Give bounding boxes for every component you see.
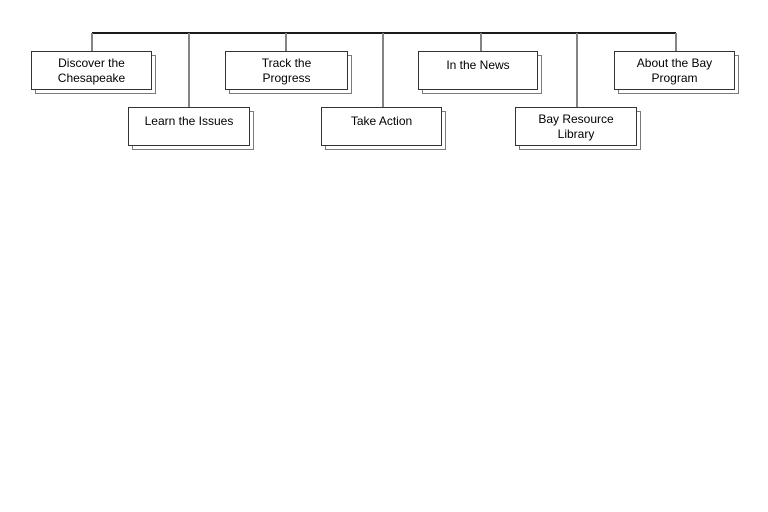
node-label: Track the Progress (261, 56, 312, 85)
node-take-action[interactable]: Take Action (321, 107, 446, 150)
connector-in-the-news (480, 33, 482, 51)
connector-take-action (382, 33, 384, 107)
node-label: In the News (446, 58, 510, 72)
node-bay-resource-library[interactable]: Bay Resource Library (515, 107, 641, 150)
node-box: Discover the Chesapeake (31, 51, 152, 90)
connector-about-the-bay-program (675, 33, 677, 51)
connector-track-the-progress (285, 33, 287, 51)
node-discover-the-chesapeake[interactable]: Discover the Chesapeake (31, 51, 156, 94)
connector-trunk (92, 32, 676, 34)
node-box: Learn the Issues (128, 107, 250, 146)
node-label: Learn the Issues (144, 114, 234, 128)
node-learn-the-issues[interactable]: Learn the Issues (128, 107, 254, 150)
node-box: Bay Resource Library (515, 107, 637, 146)
node-box: Track the Progress (225, 51, 348, 90)
node-label: Discover the Chesapeake (57, 56, 126, 85)
connector-learn-the-issues (188, 33, 190, 107)
node-label: About the Bay Program (636, 56, 713, 85)
node-box: Take Action (321, 107, 442, 146)
node-label: Bay Resource Library (538, 112, 614, 141)
connector-discover-the-chesapeake (91, 33, 93, 51)
node-in-the-news[interactable]: In the News (418, 51, 542, 94)
node-track-the-progress[interactable]: Track the Progress (225, 51, 352, 94)
connector-bay-resource-library (576, 33, 578, 107)
node-box: In the News (418, 51, 538, 90)
node-box: About the Bay Program (614, 51, 735, 90)
node-label: Take Action (350, 114, 413, 128)
node-about-the-bay-program[interactable]: About the Bay Program (614, 51, 739, 94)
